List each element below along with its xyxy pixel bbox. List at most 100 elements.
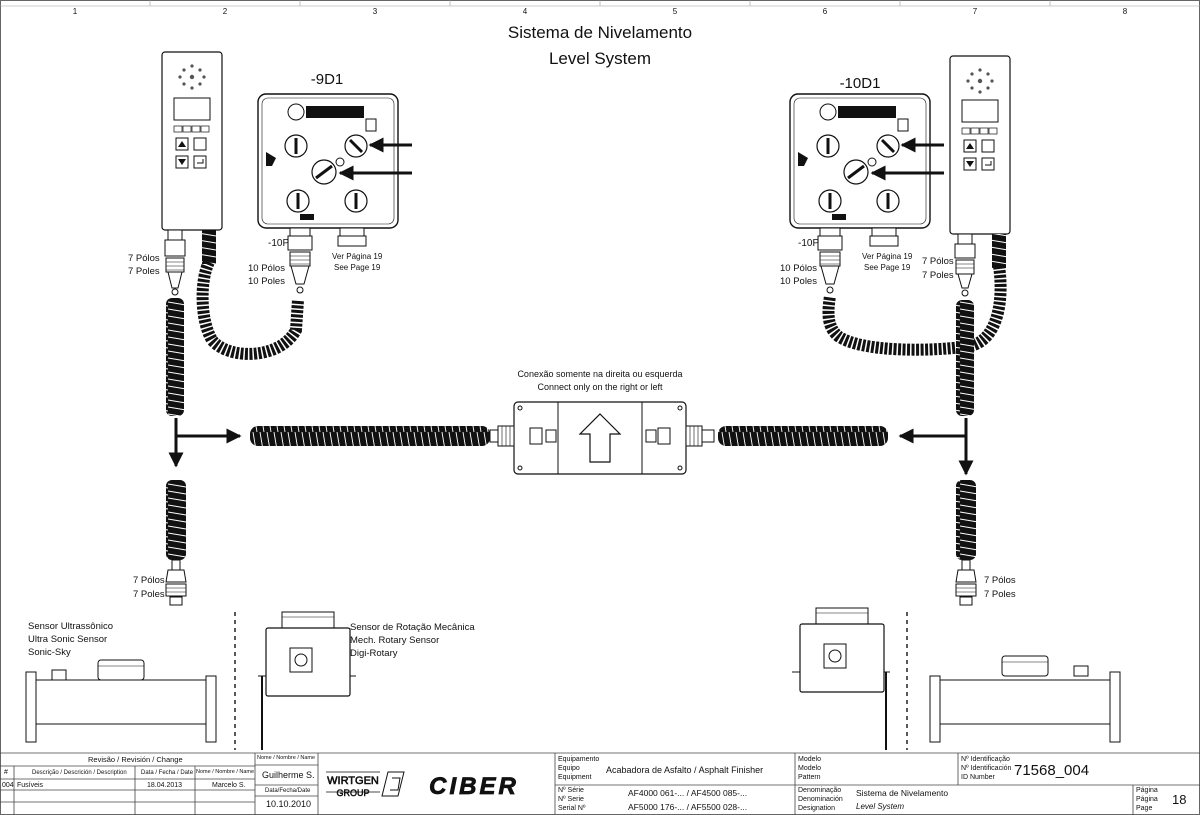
left-remote-control bbox=[161, 51, 223, 231]
left-box-page19-connector bbox=[337, 227, 367, 247]
serial-label-en: Serial Nº bbox=[558, 805, 586, 812]
left-unit-tag: -9D1 bbox=[311, 71, 344, 88]
junction-right-plug bbox=[685, 425, 715, 447]
right-remote-connector bbox=[954, 233, 976, 297]
revision-col-name: Nome / Nombre / Name bbox=[196, 769, 255, 775]
right-sensor-connector bbox=[955, 559, 977, 606]
junction-note-en: Connect only on the right or left bbox=[537, 382, 663, 392]
left-horizontal-coil-cable bbox=[250, 426, 490, 446]
revision-name: Marcelo S. bbox=[212, 782, 246, 789]
left-upper-poles-en: 7 Poles bbox=[128, 266, 160, 277]
model-label-es: Modelo bbox=[798, 765, 821, 772]
junction-left-plug bbox=[489, 425, 515, 447]
column-number-3: 3 bbox=[373, 7, 378, 16]
page-label-pt: Página bbox=[1136, 787, 1158, 794]
right-tee-junction bbox=[898, 418, 974, 476]
model-label-pt: Modelo bbox=[798, 756, 821, 763]
column-number-1: 1 bbox=[73, 7, 78, 16]
left-lower-poles-en: 7 Poles bbox=[133, 589, 165, 600]
ultrasonic-sensor-label-model: Sonic-Sky bbox=[28, 647, 71, 658]
right-upper-poles-en: 7 Poles bbox=[922, 270, 954, 281]
id-number-value: 71568_004 bbox=[1014, 762, 1090, 779]
column-number-2: 2 bbox=[223, 7, 228, 16]
right-control-box bbox=[789, 93, 931, 229]
left-upper-poles-pt: 7 Pólos bbox=[128, 253, 160, 264]
rotary-sensor-label-en: Mech. Rotary Sensor bbox=[350, 635, 439, 646]
left-tee-junction bbox=[168, 418, 242, 468]
drawn-date-label: Data/Fecha/Date bbox=[265, 788, 311, 794]
right-box-page19-connector bbox=[869, 227, 899, 247]
serial-label-es: Nº Serie bbox=[558, 796, 584, 803]
right-ultrasonic-sensor bbox=[929, 655, 1121, 743]
model-label-en: Pattern bbox=[798, 774, 821, 781]
column-number-8: 8 bbox=[1123, 7, 1128, 16]
equipment-value: Acabadora de Asfalto / Asphalt Finisher bbox=[606, 765, 764, 775]
revision-number: 004 bbox=[2, 782, 14, 789]
designation-value-en: Level System bbox=[856, 802, 905, 811]
svg-text:WIRTGEN: WIRTGEN bbox=[327, 775, 379, 787]
rotary-sensor-label-pt: Sensor de Rotação Mecânica bbox=[350, 622, 475, 633]
ultrasonic-sensor-label-pt: Sensor Ultrassônico bbox=[28, 621, 113, 632]
svg-text:GROUP: GROUP bbox=[336, 788, 369, 798]
drawn-by-label: Nome / Nombre / Name bbox=[257, 755, 316, 761]
designation-value: Sistema de Nivelamento bbox=[856, 788, 949, 798]
left-10-poles-en: 10 Poles bbox=[248, 276, 285, 287]
left-plug-tag: -10P bbox=[268, 238, 289, 249]
serial-value-1: AF4000 061-... / AF4500 085-... bbox=[628, 788, 748, 798]
page-label-es: Página bbox=[1136, 796, 1158, 803]
right-horizontal-coil-cable bbox=[718, 426, 888, 446]
revision-col-description: Descrição / Descrición / Description bbox=[32, 770, 127, 776]
right-unit-tag: -10D1 bbox=[840, 75, 881, 92]
svg-text:CIBER: CIBER bbox=[429, 773, 519, 800]
page-number-value: 18 bbox=[1172, 792, 1187, 807]
right-remote-control bbox=[949, 55, 1011, 235]
rotary-sensor-label-model: Digi-Rotary bbox=[350, 648, 398, 659]
revision-description: Fusíveis bbox=[17, 782, 44, 789]
revision-header: Revisão / Revisión / Change bbox=[88, 755, 183, 764]
left-coil-cable-lower bbox=[166, 480, 186, 560]
equipment-label-es: Equipo bbox=[558, 765, 580, 772]
right-remote-second-cable bbox=[822, 234, 1007, 356]
wirtgen-group-logo: WIRTGEN GROUP bbox=[326, 771, 380, 798]
column-number-4: 4 bbox=[523, 7, 528, 16]
column-number-5: 5 bbox=[673, 7, 678, 16]
left-ultrasonic-sensor bbox=[25, 659, 217, 743]
drawn-by-value: Guilherme S. bbox=[262, 770, 315, 780]
id-label-en: ID Number bbox=[961, 774, 995, 781]
serial-label-pt: Nº Série bbox=[558, 787, 584, 794]
id-label-es: Nº Identificación bbox=[961, 765, 1012, 772]
right-rotary-sensor bbox=[792, 607, 890, 750]
page-label-en: Page bbox=[1136, 805, 1153, 812]
left-rotary-sensor bbox=[258, 611, 356, 750]
left-ref-page-pt: Ver Página 19 bbox=[332, 252, 383, 261]
junction-note-pt: Conexão somente na direita ou esquerda bbox=[517, 369, 682, 379]
ciber-logo: CIBER bbox=[381, 771, 519, 800]
left-coil-cable-upper bbox=[166, 298, 184, 416]
right-box-10-pole-connector bbox=[817, 227, 843, 294]
right-lower-poles-pt: 7 Pólos bbox=[984, 575, 1016, 586]
title-block-grid bbox=[0, 752, 1200, 815]
right-10-poles-en: 10 Poles bbox=[780, 276, 817, 287]
revision-date: 18.04.2013 bbox=[147, 782, 183, 789]
serial-value-2: AF5000 176-... / AF5500 028-... bbox=[628, 802, 748, 812]
revision-col-date: Data / Fecha / Date bbox=[141, 770, 194, 776]
diagram-subtitle: Level System bbox=[549, 49, 651, 68]
designation-label-en: Designation bbox=[798, 805, 835, 812]
drawn-date-value: 10.10.2010 bbox=[266, 799, 312, 809]
right-lower-poles-en: 7 Poles bbox=[984, 589, 1016, 600]
id-label-pt: Nº Identificação bbox=[961, 756, 1010, 763]
equipment-label-pt: Equipamento bbox=[558, 756, 600, 763]
right-upper-poles-pt: 7 Pólos bbox=[922, 256, 954, 267]
right-plug-tag: -10P bbox=[798, 238, 819, 249]
ultrasonic-sensor-label-en: Ultra Sonic Sensor bbox=[28, 634, 107, 645]
right-coil-cable-lower bbox=[956, 480, 976, 560]
junction-box bbox=[513, 401, 687, 475]
left-10-poles-pt: 10 Pólos bbox=[248, 263, 285, 274]
column-number-7: 7 bbox=[973, 7, 978, 16]
left-box-10-pole-connector bbox=[287, 227, 313, 294]
left-lower-poles-pt: 7 Pólos bbox=[133, 575, 165, 586]
diagram-title: Sistema de Nivelamento bbox=[508, 23, 692, 42]
junction-up-arrow-icon bbox=[578, 413, 622, 463]
column-number-6: 6 bbox=[823, 7, 828, 16]
